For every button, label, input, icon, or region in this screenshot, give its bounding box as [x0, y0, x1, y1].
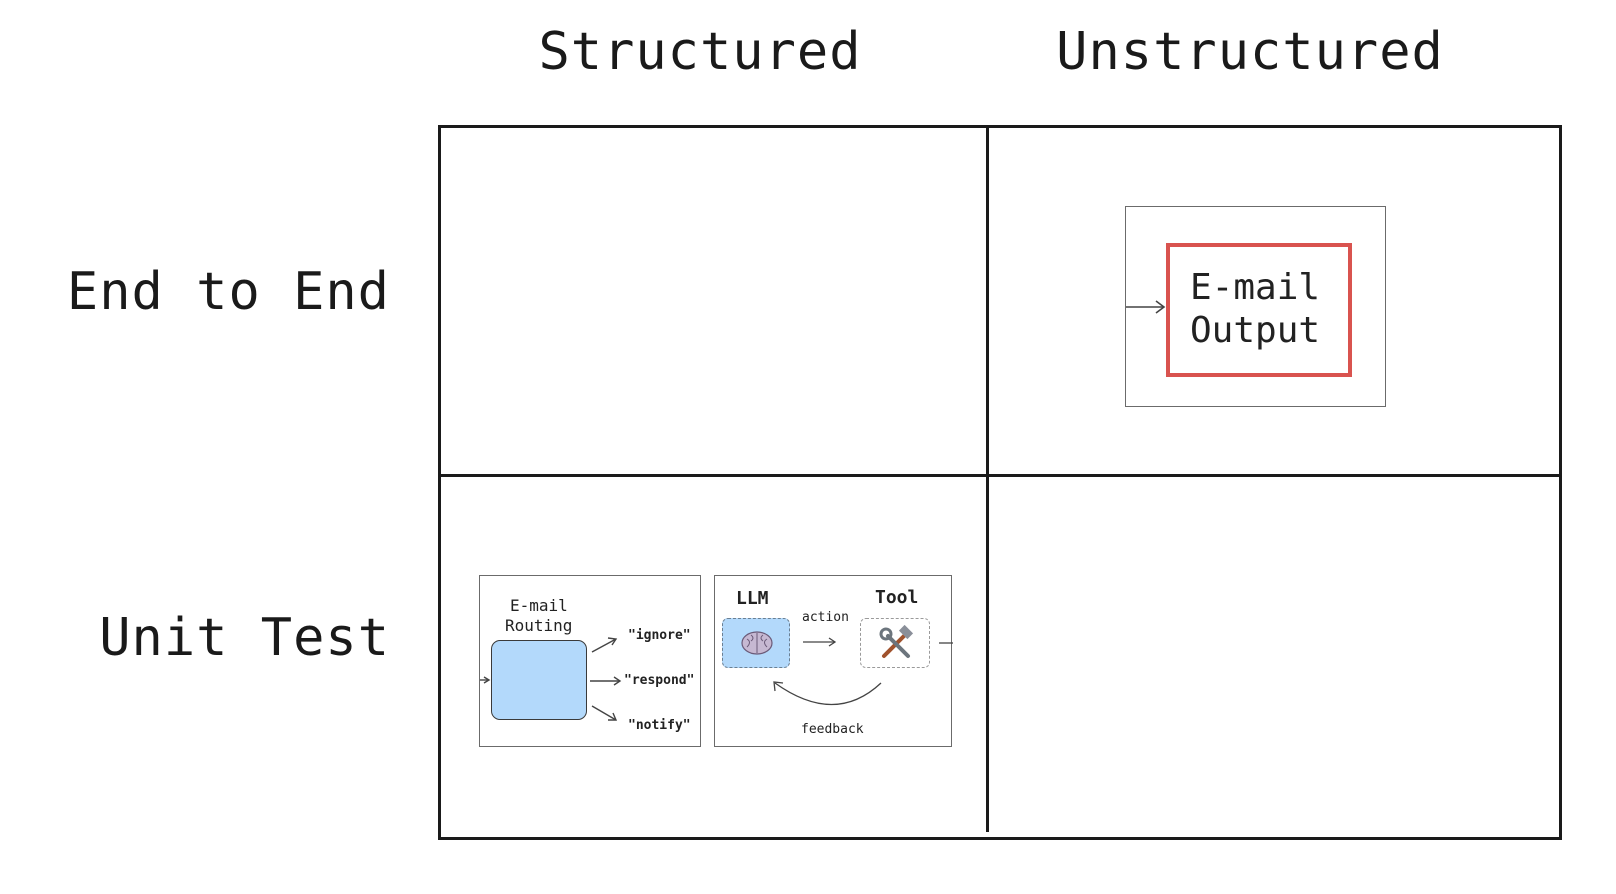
- email-routing-panel: E-mail Routing "ignore" "respond" "notif…: [479, 575, 701, 747]
- tool-node: [860, 618, 930, 668]
- hammer-wrench-icon: [879, 624, 914, 658]
- llm-node: [722, 618, 790, 668]
- routing-title-line1: E-mail: [510, 596, 568, 615]
- row-header-unit-test: Unit Test: [99, 608, 390, 668]
- row-header-end-to-end: End to End: [66, 262, 390, 322]
- grid-top-line: [438, 125, 1562, 128]
- routing-title-line2: Routing: [505, 616, 573, 635]
- agent-loop-panel: LLM Tool action feedback: [714, 575, 953, 747]
- brain-icon: [741, 631, 773, 655]
- routing-node: [491, 640, 587, 720]
- input-arrow-icon: [1126, 300, 1166, 314]
- email-output-line1: E-mail: [1190, 267, 1321, 308]
- routing-output-notify: "notify": [628, 718, 691, 733]
- grid-bottom-line: [438, 837, 1562, 840]
- email-output-box: E-mail Output: [1166, 243, 1352, 377]
- tool-label: Tool: [875, 587, 919, 608]
- column-header-structured: Structured: [538, 22, 862, 82]
- email-output-panel: E-mail Output: [1125, 206, 1386, 407]
- email-output-line2: Output: [1190, 310, 1321, 351]
- action-label: action: [802, 610, 849, 625]
- llm-label: LLM: [736, 588, 769, 609]
- grid-middle-horizontal-line: [438, 474, 1562, 477]
- grid-right-line: [1559, 125, 1562, 840]
- feedback-label: feedback: [801, 722, 864, 737]
- routing-arrows: [480, 637, 622, 721]
- grid-middle-vertical-line: [986, 125, 989, 832]
- routing-output-respond: "respond": [624, 673, 695, 688]
- grid-left-line: [438, 125, 441, 840]
- agent-loop-arrows: [773, 637, 953, 706]
- column-header-unstructured: Unstructured: [1056, 22, 1444, 82]
- routing-output-ignore: "ignore": [628, 628, 691, 643]
